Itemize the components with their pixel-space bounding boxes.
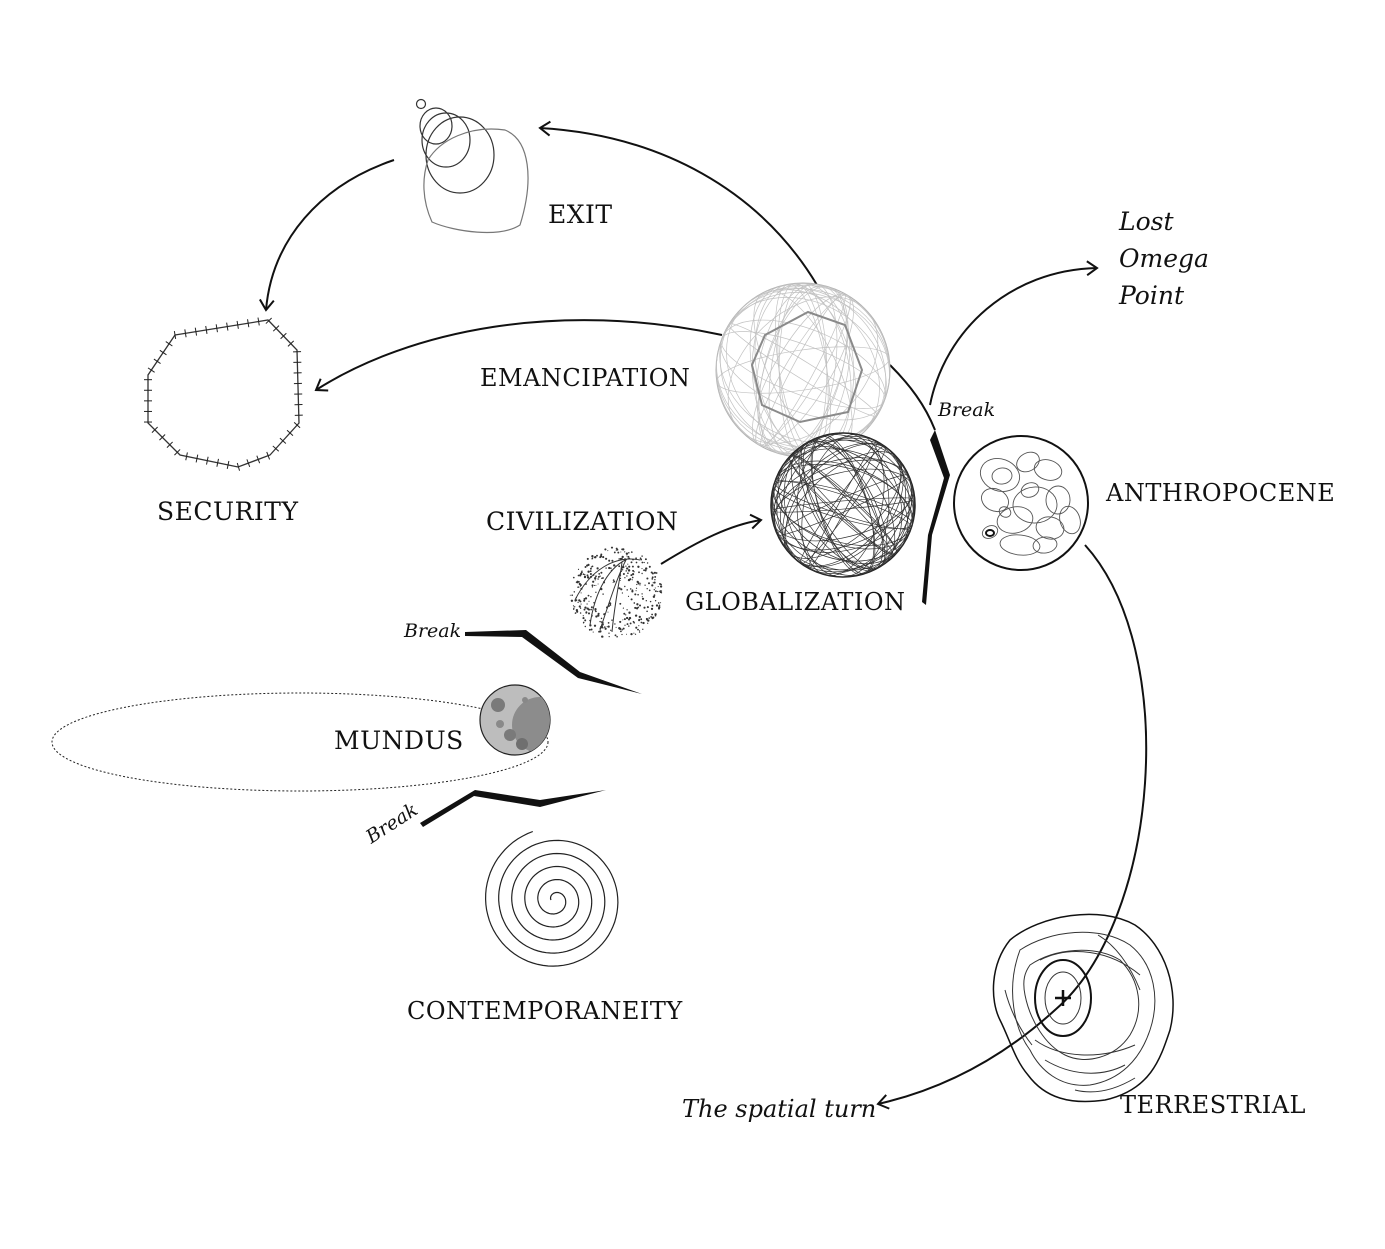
terrestrial-cross-marker [1055, 990, 1071, 1006]
label-mundus: MUNDUS [334, 726, 464, 755]
arrow-emancipation-to-exit [538, 120, 818, 286]
arrow-civilization-to-globalization [660, 513, 763, 565]
label-contemporaneity: CONTEMPORANEITY [407, 997, 683, 1025]
mundus-orbit [51, 692, 549, 792]
arrow-exit-to-security [259, 159, 395, 312]
label-civilization: CIVILIZATION [486, 507, 679, 536]
label-security: SECURITY [157, 497, 299, 526]
label-break-globalization: Break [938, 399, 996, 421]
break-stroke-civilization [465, 630, 642, 694]
label-globalization: GLOBALIZATION [685, 588, 906, 616]
arrow-anthropocene-to-spatial-turn [876, 544, 1148, 1110]
label-terrestrial: TERRESTRIAL [1120, 1091, 1306, 1119]
label-break-civilization: Break [404, 620, 462, 642]
label-lost-omega-point: Lost Omega Point [1119, 203, 1209, 314]
label-spatial-turn: The spatial turn [682, 1095, 877, 1123]
security-icon [144, 317, 303, 471]
label-emancipation: EMANCIPATION [480, 364, 691, 392]
arrow-emancipation-to-security [314, 319, 723, 392]
civilization-sphere-icon [569, 546, 663, 638]
exit-icon [415, 98, 529, 234]
lost-omega-line-3: Point [1119, 281, 1185, 310]
mundus-moon-icon [479, 684, 551, 756]
break-stroke-mundus [420, 790, 606, 827]
contemporaneity-spiral-icon [484, 830, 619, 967]
lost-omega-line-1: Lost [1119, 207, 1174, 236]
terrestrial-landmass-icon [992, 913, 1174, 1103]
label-exit: EXIT [548, 200, 613, 229]
globalization-sphere-icon [770, 432, 916, 578]
arrow-break-to-lost-omega-point [929, 260, 1099, 406]
lost-omega-line-2: Omega [1119, 244, 1209, 273]
anthropocene-sphere-icon [953, 435, 1089, 571]
break-stroke-globalization [922, 430, 950, 605]
label-anthropocene: ANTHROPOCENE [1106, 479, 1336, 507]
curve-emancipation-to-break [889, 364, 936, 431]
